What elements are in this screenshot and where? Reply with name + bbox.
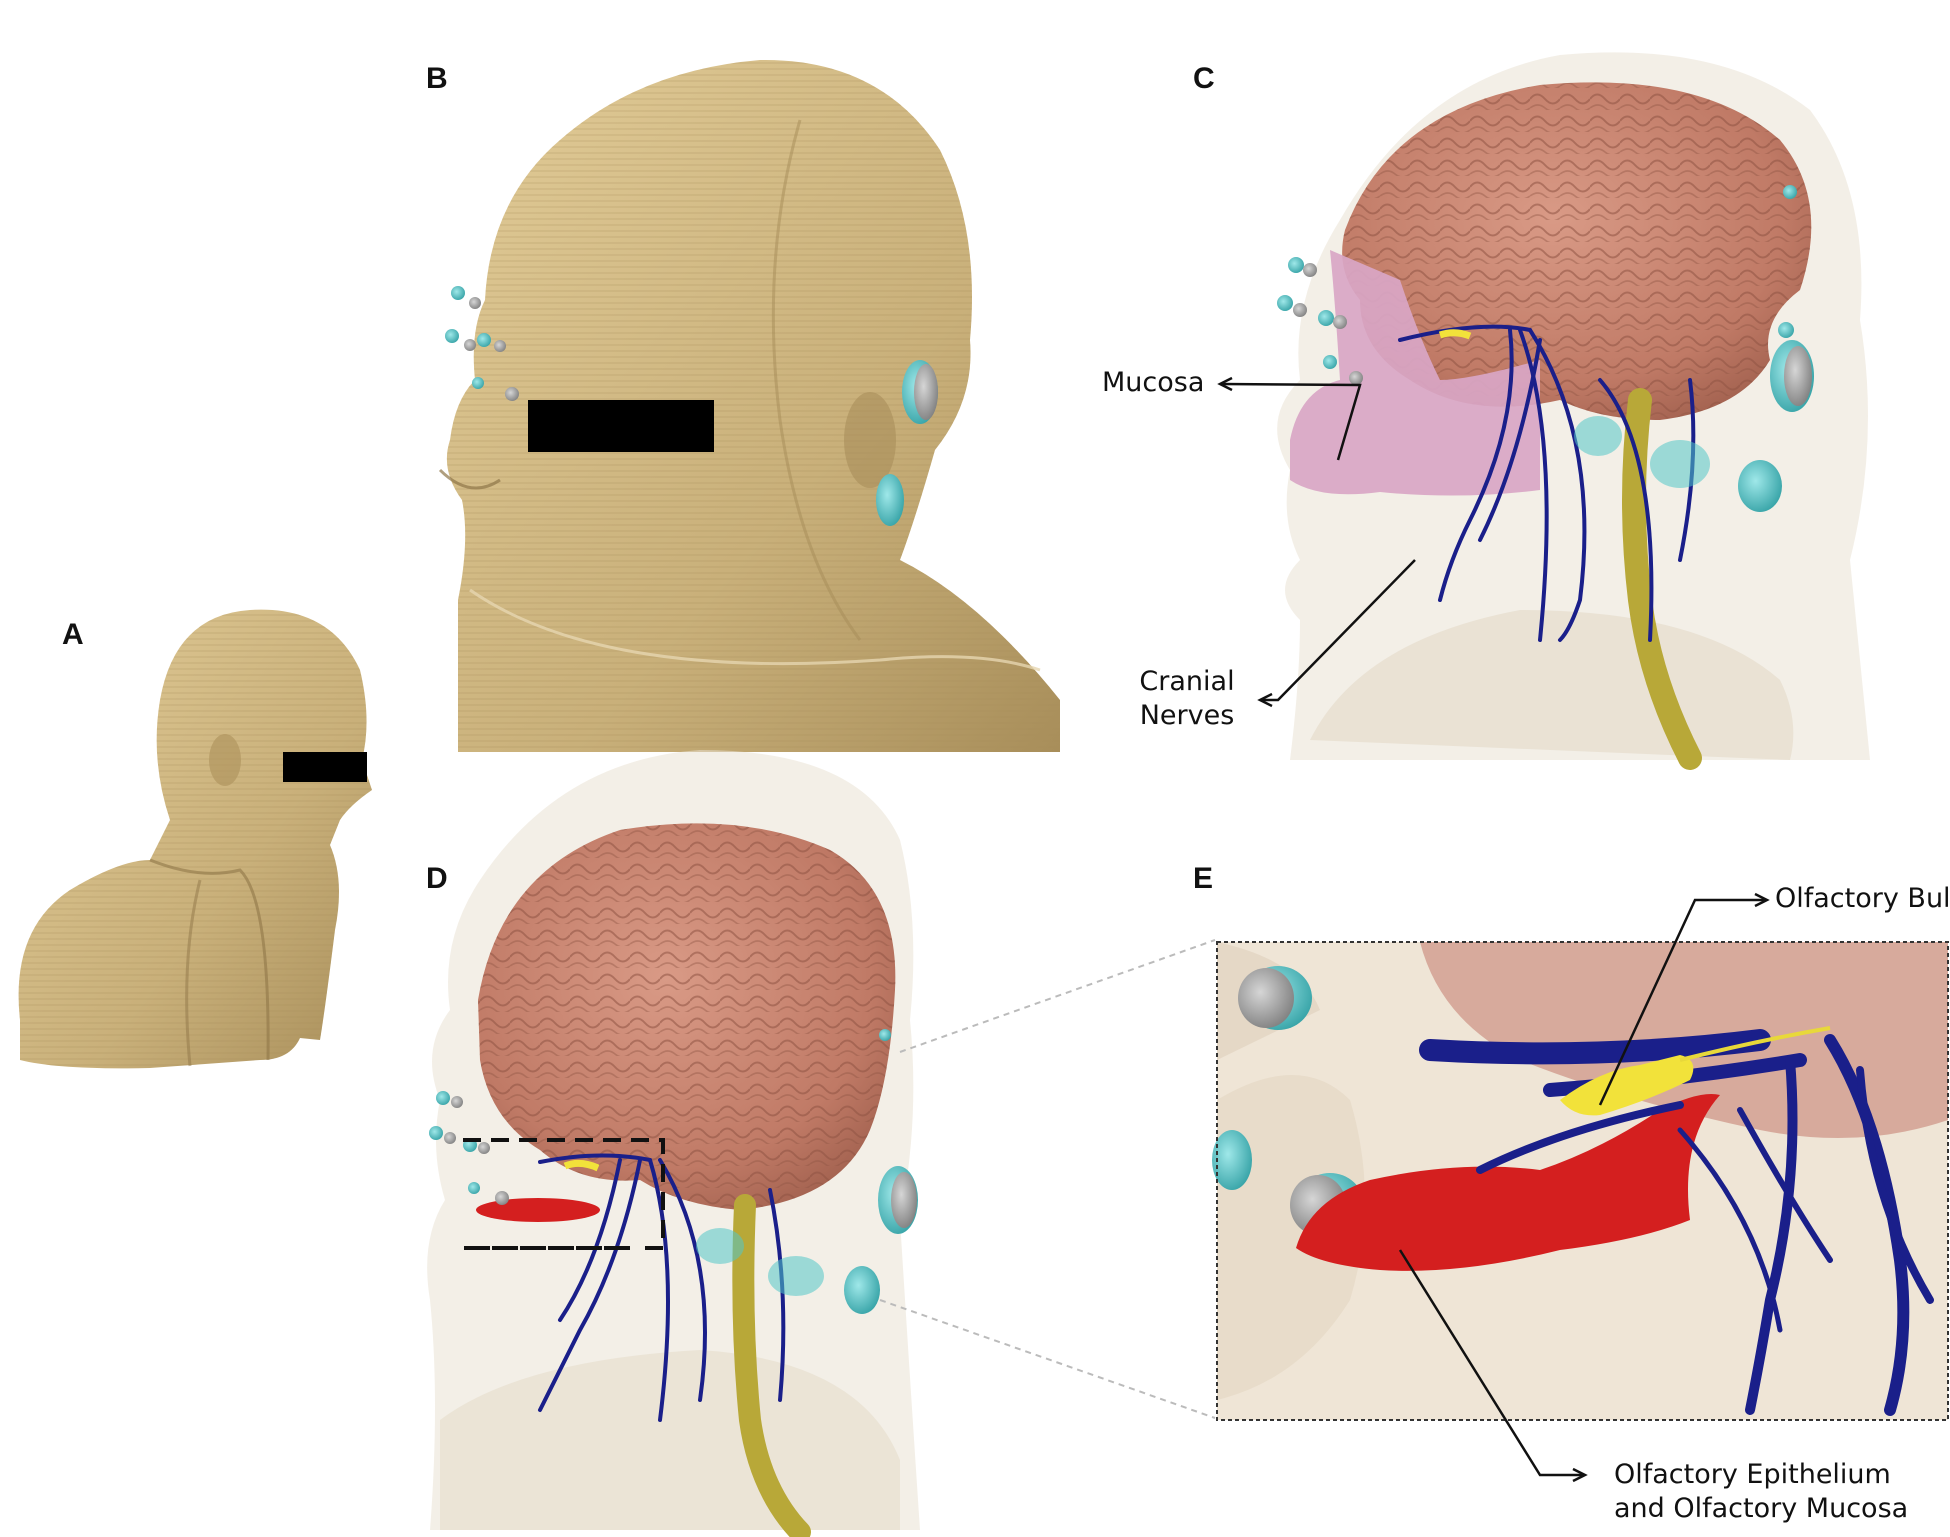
olfactory-epithelium-label: Olfactory Epithelium and Olfactory Mucos… bbox=[1614, 1458, 1908, 1526]
mucosa-label: Mucosa bbox=[1102, 367, 1205, 398]
olfactory-epithelium-shape bbox=[1296, 1094, 1720, 1271]
panel-e-zoom-inset bbox=[1212, 941, 1949, 1421]
panel-letter-b: B bbox=[426, 62, 448, 95]
panel-letter-e: E bbox=[1193, 862, 1214, 895]
spinal-cord bbox=[732, 1194, 811, 1537]
cranial-nerves-label-line2: Nerves bbox=[1139, 700, 1235, 731]
olfactory-bulb-shape bbox=[1560, 1055, 1694, 1116]
panel-letter-a: A bbox=[62, 618, 84, 651]
zoom-region-box bbox=[463, 1138, 665, 1250]
panel-d-brain-model bbox=[427, 750, 920, 1537]
electrode-array bbox=[429, 1029, 918, 1314]
anonymization-bar bbox=[528, 400, 714, 452]
cranial-nerves-label-line1: Cranial bbox=[1139, 666, 1235, 697]
spinal-cord bbox=[1622, 388, 1702, 770]
mucosa-shape bbox=[1290, 250, 1540, 496]
anonymization-bar bbox=[283, 752, 367, 782]
panel-a-torso-model bbox=[18, 609, 372, 1069]
panel-letter-d: D bbox=[426, 862, 448, 895]
cranial-nerves-label: Cranial Nerves bbox=[1112, 665, 1262, 733]
olfactory-bulb-label: Olfactory Bulb bbox=[1775, 883, 1950, 914]
ear-shape bbox=[844, 392, 896, 488]
olfactory-epithelium-shape bbox=[476, 1198, 600, 1222]
olfactory-epithelium-label-line2: and Olfactory Mucosa bbox=[1614, 1493, 1909, 1524]
annotation-arrows bbox=[1217, 376, 1770, 1483]
panel-c-brain-model bbox=[1277, 52, 1870, 770]
ear-shape bbox=[209, 734, 241, 786]
zoom-connector-lines bbox=[879, 939, 1216, 1419]
panel-letter-c: C bbox=[1193, 62, 1215, 95]
brain-shape bbox=[478, 823, 896, 1210]
electrode-array bbox=[1277, 185, 1814, 512]
panel-b-head-model bbox=[438, 59, 1060, 752]
electrode-array bbox=[445, 286, 938, 526]
olfactory-epithelium-label-line1: Olfactory Epithelium bbox=[1614, 1459, 1891, 1490]
zoom-inset-border bbox=[1216, 941, 1949, 1421]
